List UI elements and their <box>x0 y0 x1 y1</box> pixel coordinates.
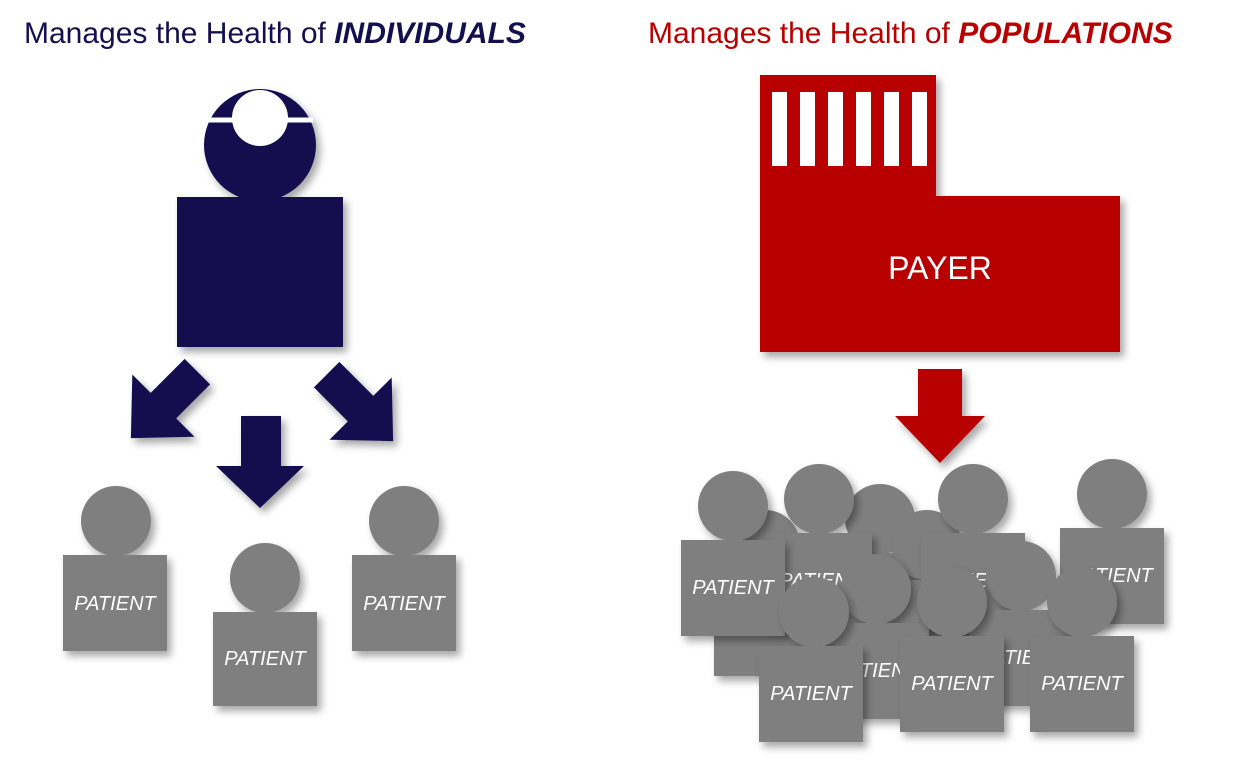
head-mirror-icon <box>232 90 288 146</box>
patient-center: PATIENT <box>213 543 317 706</box>
patient-head <box>779 577 849 647</box>
right-heading: Manages the Health of POPULATIONS <box>648 14 1173 54</box>
right-heading-emphasis: POPULATIONS <box>958 17 1173 50</box>
payer-building-shape <box>760 75 1120 352</box>
patient-left: PATIENT <box>63 486 167 651</box>
patient-head <box>986 541 1056 611</box>
patient-body <box>63 555 167 651</box>
patient-label: PATIENT <box>74 593 157 615</box>
left-arrows <box>130 358 394 508</box>
payer-label: PAYER <box>888 250 992 286</box>
patient-head <box>917 567 987 637</box>
patient-body <box>1030 636 1134 732</box>
building-windows <box>772 92 927 166</box>
patient-head <box>81 486 151 556</box>
arrow-down-right-icon <box>313 361 394 442</box>
arrow-down-left-icon <box>130 358 211 439</box>
patient-body <box>900 636 1004 732</box>
patient-head <box>230 543 300 613</box>
patient-label: PATIENT <box>770 683 853 705</box>
left-heading-emphasis: INDIVIDUALS <box>334 17 526 50</box>
patient-head <box>1047 567 1117 637</box>
left-heading-prefix: Manages the Health of <box>24 17 335 50</box>
arrow-down-icon <box>216 416 304 508</box>
payer-building-icon: PAYER <box>760 75 1120 352</box>
left-heading: Manages the Health of INDIVIDUALS <box>24 14 526 54</box>
patient-label: PATIENT <box>692 577 775 599</box>
patient-head <box>938 464 1008 534</box>
patient-head <box>784 464 854 534</box>
patient-head <box>1077 459 1147 529</box>
crowd-patient: PATIENT <box>681 471 785 636</box>
patient-head <box>841 554 911 624</box>
doctor-body <box>177 197 343 347</box>
patient-label: PATIENT <box>224 648 307 670</box>
patient-label: PATIENT <box>1041 673 1124 695</box>
right-heading-prefix: Manages the Health of <box>648 17 959 50</box>
patient-label: PATIENT <box>911 673 994 695</box>
patient-right: PATIENT <box>352 486 456 651</box>
patient-label: PATIENT <box>363 593 446 615</box>
patient-head <box>369 486 439 556</box>
patient-body <box>681 540 785 636</box>
crowd-patient: PATIENT <box>759 577 863 742</box>
crowd-patient: PATIENT <box>1030 567 1134 732</box>
payer-arrow-down-icon <box>895 369 985 463</box>
patient-head <box>698 471 768 541</box>
crowd-patient: PATIENT <box>900 567 1004 732</box>
doctor-icon <box>177 89 343 347</box>
patient-body <box>759 646 863 742</box>
patient-body <box>352 555 456 651</box>
patient-body <box>213 612 317 706</box>
